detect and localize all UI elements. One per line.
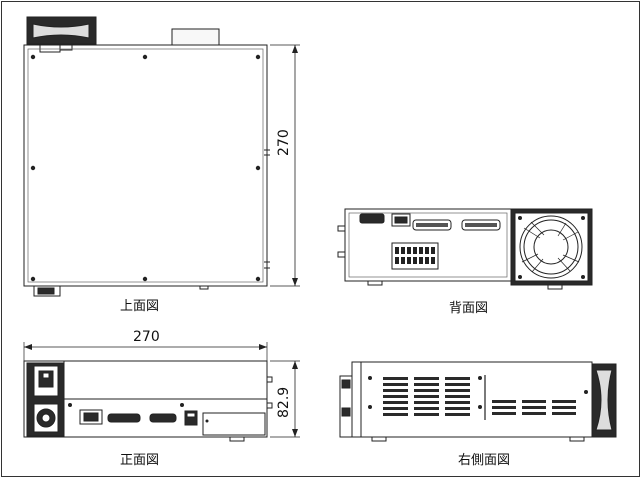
front-dsub-1 [107, 413, 141, 423]
front-view-caption: 正面図 [120, 453, 160, 468]
right-side-view [339, 361, 617, 442]
rear-view-caption: 背面図 [449, 301, 489, 316]
rear-dsub-3 [461, 219, 501, 231]
rear-dsub-2 [412, 219, 452, 231]
rear-terminal-block [391, 242, 439, 270]
side-body [351, 361, 593, 438]
top-rear-connector [171, 28, 220, 46]
rear-view [337, 208, 593, 290]
front-view [23, 342, 300, 442]
top-view-dimension: 270 [276, 129, 292, 156]
side-vents-2 [492, 400, 576, 415]
front-view-height-dimension: 82.9 [276, 386, 292, 418]
right-side-view-caption: 右側面図 [458, 453, 511, 468]
side-vents-1 [383, 377, 470, 416]
front-dsub-2 [149, 413, 177, 423]
top-view-caption: 上面図 [120, 299, 160, 314]
top-body [23, 44, 268, 287]
top-screws [30, 54, 261, 282]
top-view [23, 16, 300, 297]
rear-fan-ring [519, 215, 583, 279]
front-view-width-dimension: 270 [133, 329, 160, 345]
front-right-panel [202, 412, 266, 436]
rear-dsub-1 [359, 213, 385, 224]
